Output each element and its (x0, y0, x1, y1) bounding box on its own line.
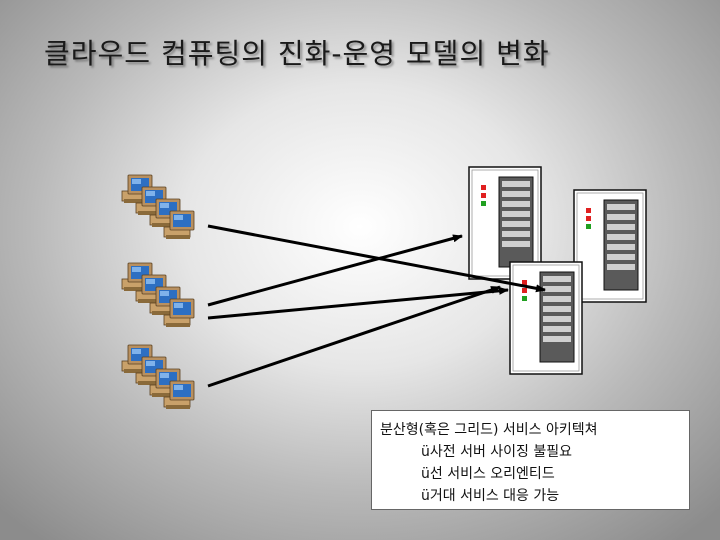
desktop-computer-icon (112, 263, 202, 333)
arrow (208, 236, 462, 305)
caption-box: 분산형(혹은 그리드) 서비스 아키텍쳐 ü사전 서버 사이징 불필요 ü선 서… (371, 410, 690, 510)
caption-heading: 분산형(혹은 그리드) 서비스 아키텍쳐 (380, 419, 683, 441)
arrow (208, 287, 500, 386)
desktop-computer-icon (112, 175, 202, 245)
caption-bullet: ü거대 서비스 대응 가능 (380, 485, 683, 507)
server-tower-icon (510, 262, 582, 374)
server-tower-icon (574, 190, 646, 302)
desktop-computer-icon (112, 345, 202, 415)
caption-bullet: ü사전 서버 사이징 불필요 (380, 441, 683, 463)
caption-bullet: ü선 서비스 오리엔티드 (380, 463, 683, 485)
